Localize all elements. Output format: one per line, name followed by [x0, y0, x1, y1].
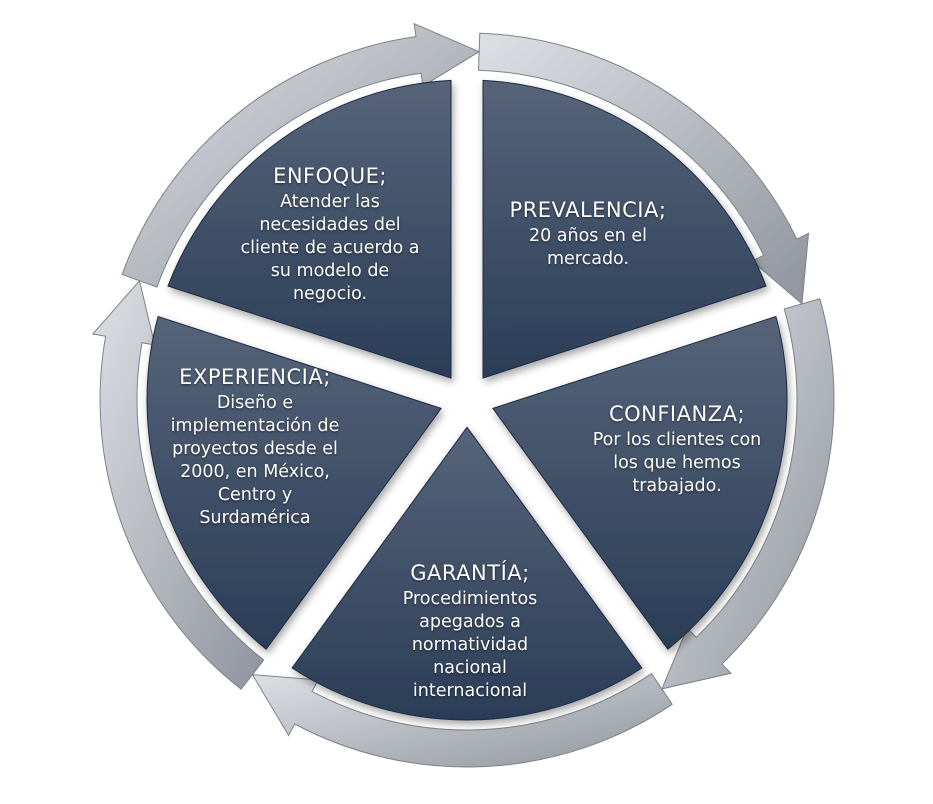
segment-enfoque-line-2: necesidades del — [259, 214, 401, 235]
segment-enfoque: ENFOQUE; Atender las necesidades del cli… — [205, 163, 455, 306]
segment-experiencia-line-1: Diseño e — [216, 392, 294, 413]
segment-prevalencia-line-2: mercado. — [546, 248, 630, 269]
segment-prevalencia-title: PREVALENCIA; — [509, 198, 667, 222]
segment-prevalencia: PREVALENCIA; 20 años en el mercado. — [478, 197, 698, 271]
segment-prevalencia-shape — [492, 315, 788, 650]
segment-enfoque-title: ENFOQUE; — [273, 164, 387, 188]
segment-confianza: CONFIANZA; Por los clientes con los que … — [567, 401, 787, 498]
segment-prevalencia-line-1: 20 años en el — [528, 225, 648, 246]
segment-experiencia-title: EXPERIENCIA; — [179, 365, 331, 389]
segment-confianza-line-3: trabajado. — [632, 475, 722, 496]
segment-garantia-title: GARANTÍA; — [410, 561, 530, 585]
segment-garantia-shape — [146, 315, 442, 650]
segment-experiencia-line-4: 2000, en México, — [180, 462, 330, 482]
segment-experiencia-line-2: implementación de — [170, 415, 340, 436]
segment-confianza-line-1: Por los clientes con — [592, 429, 762, 450]
segment-experiencia: EXPERIENCIA; Diseño e implementación de … — [140, 364, 370, 530]
segment-experiencia-line-3: proyectos desde el — [172, 438, 338, 459]
segment-confianza-line-2: los que hemos — [613, 452, 741, 473]
segment-garantia-line-4: nacional — [433, 658, 507, 678]
segment-experiencia-line-5: Centro y — [217, 485, 293, 506]
segment-garantia-line-1: Procedimientos — [402, 588, 538, 609]
segment-enfoque-line-4: su modelo de — [270, 261, 390, 281]
segment-garantia-line-5: internacional — [412, 681, 528, 702]
segment-confianza-shape — [291, 426, 643, 721]
segment-enfoque-line-1: Atender las — [280, 191, 380, 212]
segment-experiencia-line-6: Surdamérica — [199, 508, 311, 529]
segment-enfoque-shape — [482, 79, 767, 379]
segment-enfoque-line-5: negocio. — [292, 284, 368, 305]
cycle-arrow-experiencia — [121, 22, 481, 288]
segment-experiencia-shape — [167, 79, 452, 379]
segment-garantia-line-3: normatividad — [411, 634, 529, 655]
segment-confianza-title: CONFIANZA; — [608, 402, 746, 426]
segment-garantia: GARANTÍA; Procedimientos apegados a norm… — [375, 560, 565, 703]
segment-garantia-line-2: apegados a — [419, 611, 521, 632]
segment-enfoque-line-3: cliente de acuerdo a — [240, 237, 420, 258]
